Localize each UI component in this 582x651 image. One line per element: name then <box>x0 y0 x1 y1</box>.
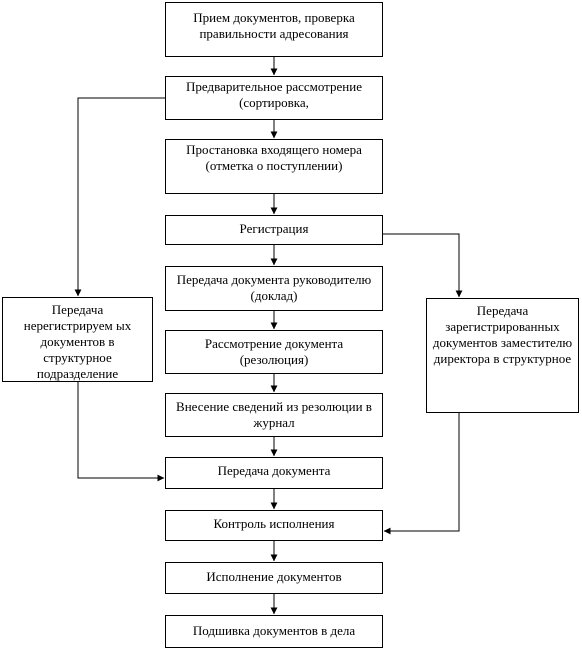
node-document-execution: Исполнение документов <box>165 562 383 594</box>
node-execution-control: Контроль исполнения <box>165 510 383 541</box>
node-incoming-number: Простановка входящего номера (отметка о … <box>165 139 383 194</box>
node-transfer-to-head: Передача документа руководителю (доклад) <box>165 266 383 311</box>
node-document-filing: Подшивка документов в дела <box>165 615 383 648</box>
node-journal-entry: Внесение сведений из резолюции в журнал <box>165 393 383 437</box>
node-document-review: Рассмотрение документа (резолюция) <box>165 330 383 374</box>
node-preliminary-review: Предварительное рассмотрение (сортировка… <box>165 76 383 120</box>
arrow-registered-to-control <box>383 413 460 535</box>
arrow-unregistered-to-transfer <box>77 382 165 482</box>
node-receive-documents: Прием документов, проверка правильности … <box>165 2 383 57</box>
node-unregistered-transfer: Передача нерегистрируем ых документов в … <box>2 297 153 382</box>
node-registered-transfer: Передача зарегистрированных документов з… <box>426 298 579 413</box>
node-registration: Регистрация <box>165 215 383 245</box>
arrow-preliminary-to-unregistered <box>74 97 165 297</box>
arrow-registration-to-registered <box>383 233 463 298</box>
node-document-transfer: Передача документа <box>165 457 383 489</box>
